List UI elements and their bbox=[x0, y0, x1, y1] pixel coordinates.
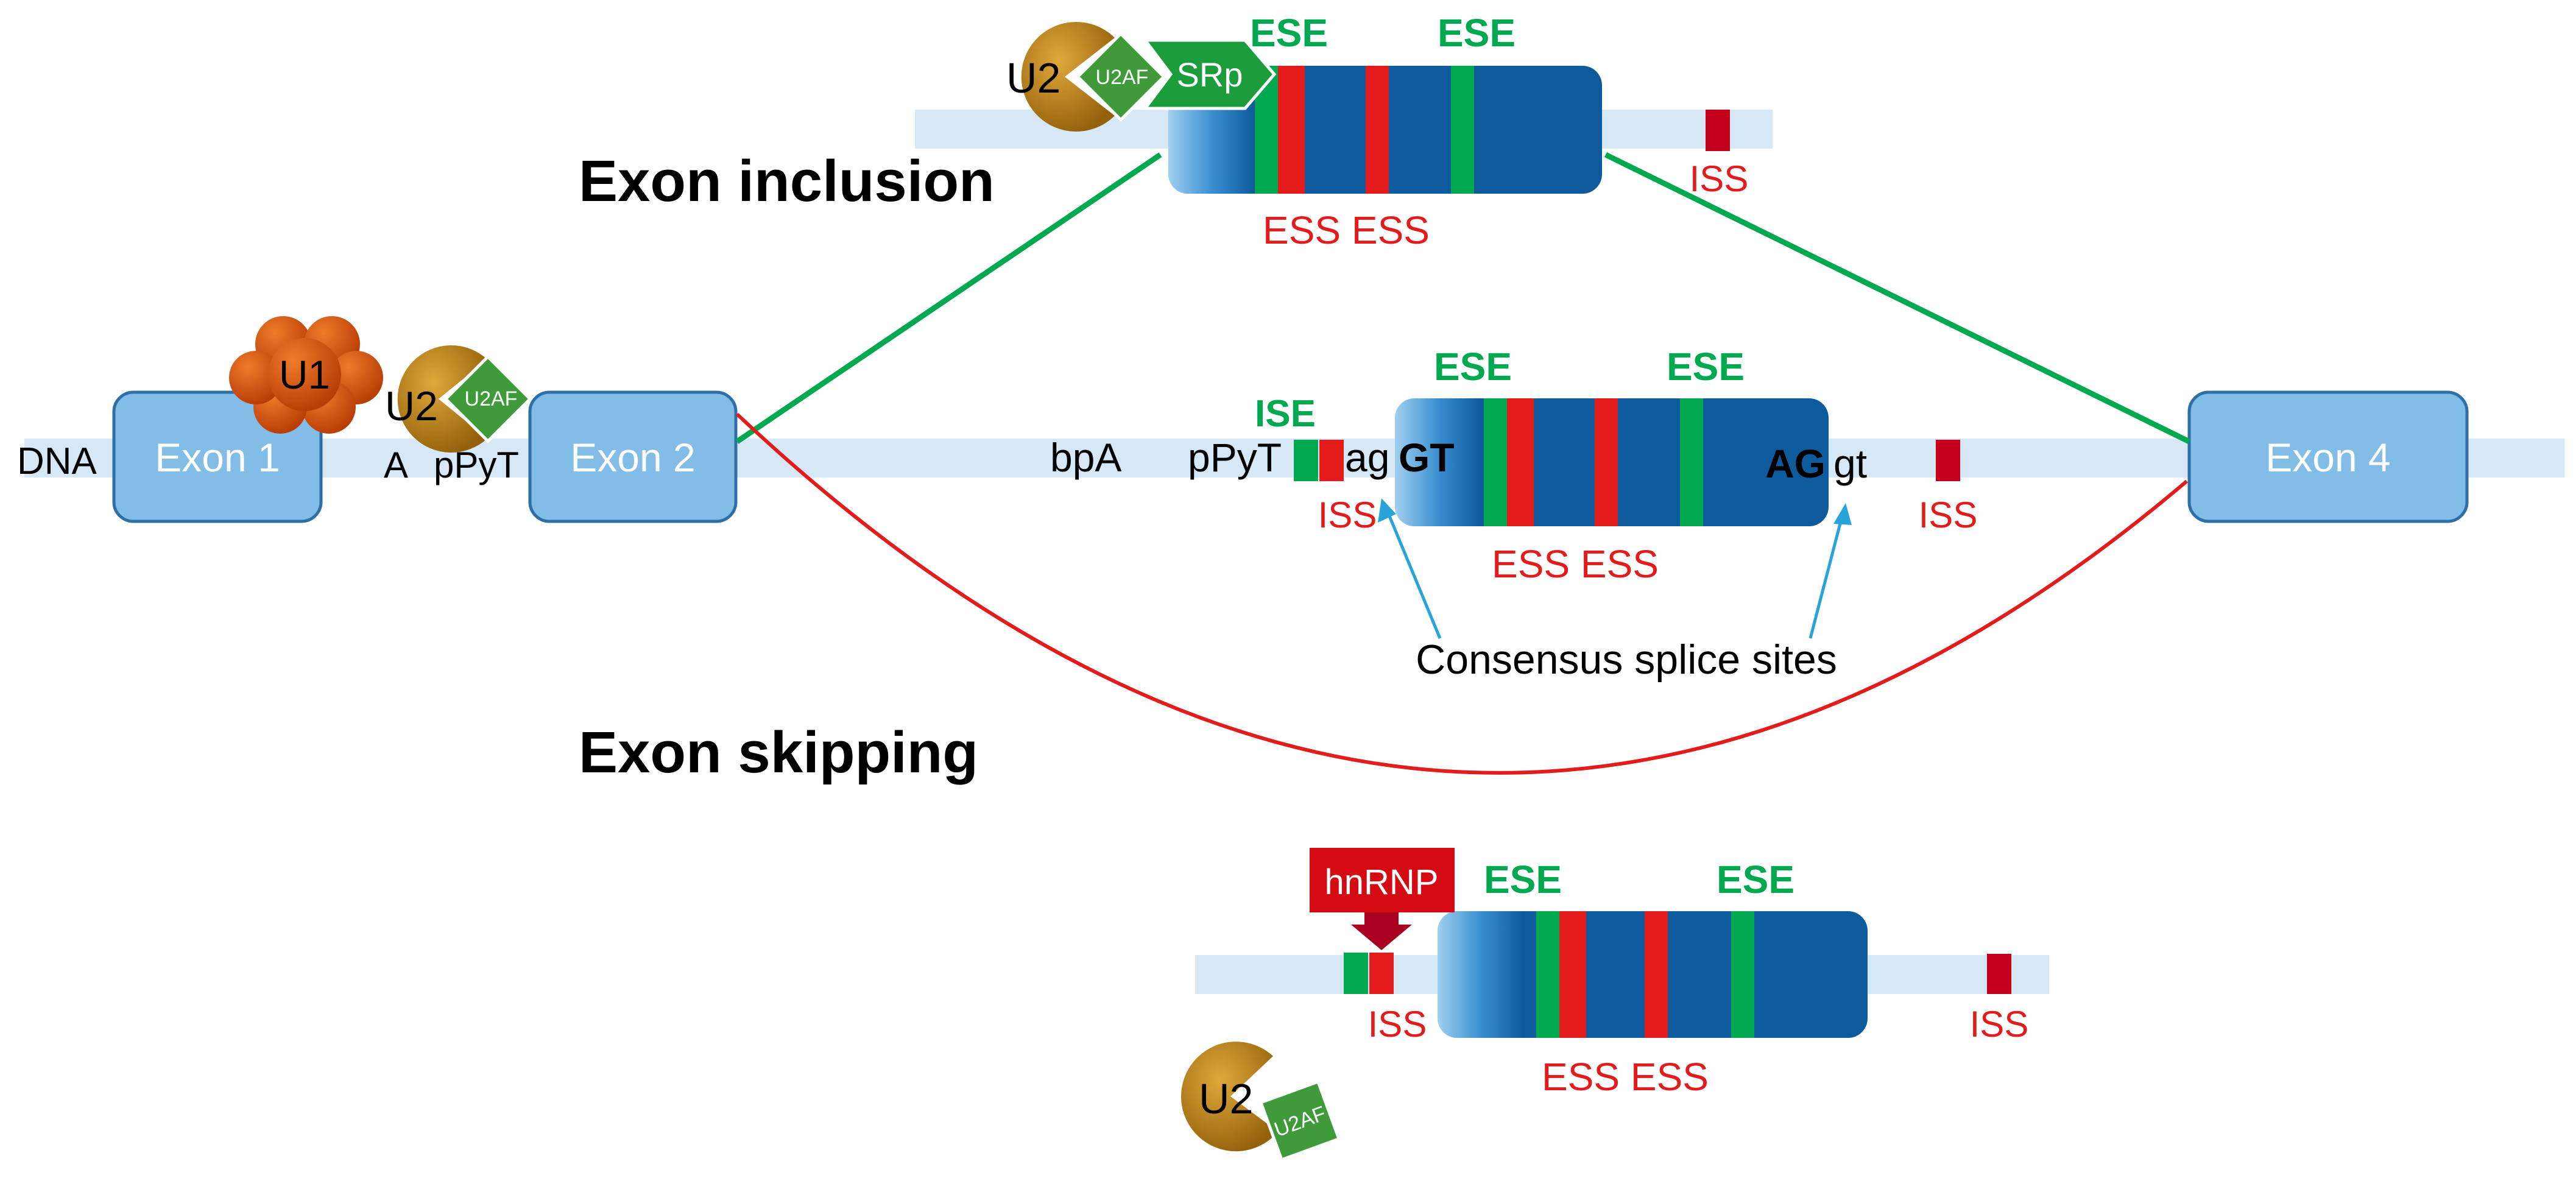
u2af-label-main: U2AF bbox=[465, 387, 518, 411]
ese-label-top-1: ESE bbox=[1250, 11, 1328, 55]
hnrnp-arrow bbox=[1351, 912, 1412, 950]
srp-arrow bbox=[1142, 38, 1277, 110]
iss-label-top: ISS bbox=[1690, 158, 1749, 199]
ess-stripe-top-2 bbox=[1366, 66, 1389, 194]
hnrnp-complex: hnRNP bbox=[1310, 848, 1455, 950]
ess-label-top: ESS ESS bbox=[1263, 208, 1430, 252]
ess-stripe-mid-2 bbox=[1595, 398, 1618, 526]
ese-stripe-mid-1 bbox=[1484, 398, 1507, 526]
u2af-diamond-top bbox=[1075, 31, 1166, 122]
iss-box-top bbox=[1706, 110, 1730, 151]
u2af-diamond-main bbox=[443, 354, 532, 443]
iss-label-mid-left: ISS bbox=[1318, 495, 1377, 535]
ppyt-label-mid: pPyT bbox=[1188, 435, 1282, 480]
gt-caps-label: GT bbox=[1399, 435, 1455, 480]
consensus-arrow-left bbox=[1386, 511, 1442, 639]
u2-label-top: U2 bbox=[1006, 54, 1060, 102]
exon-inclusion-title: Exon inclusion bbox=[579, 149, 995, 214]
u2af-label-top: U2AF bbox=[1096, 66, 1149, 89]
ess-stripe-bot-1 bbox=[1559, 911, 1586, 1038]
ag-label-lower: ag bbox=[1345, 435, 1389, 480]
ese-stripe-mid-2 bbox=[1680, 398, 1703, 526]
u2-label-main: U2 bbox=[385, 383, 438, 429]
ese-label-bot-2: ESE bbox=[1717, 858, 1794, 901]
ese-label-top-2: ESE bbox=[1438, 11, 1516, 55]
u2-label-bottom: U2 bbox=[1199, 1075, 1253, 1123]
ess-label-bot: ESS ESS bbox=[1542, 1055, 1709, 1099]
hnrnp-label: hnRNP bbox=[1325, 862, 1439, 902]
consensus-arrowhead-left bbox=[1378, 498, 1396, 523]
iss-label-bot-right: ISS bbox=[1970, 1004, 2029, 1045]
consensus-arrowhead-right bbox=[1833, 503, 1852, 525]
ess-stripe-top-1 bbox=[1278, 66, 1305, 194]
u2-complex-top: U2 U2AF SRp bbox=[1006, 22, 1277, 132]
iss-box-mid-right bbox=[1936, 440, 1960, 481]
consensus-arrow-right bbox=[1808, 516, 1844, 639]
skipping-arc bbox=[735, 412, 2188, 775]
ess-stripe-mid-1 bbox=[1507, 398, 1534, 526]
iss-label-bot-left: ISS bbox=[1368, 1004, 1427, 1045]
ise-label-mid: ISE bbox=[1255, 393, 1316, 435]
hnrnp-box bbox=[1310, 848, 1455, 912]
exon-2-label: Exon 2 bbox=[570, 435, 695, 480]
ese-stripe-top-2 bbox=[1451, 66, 1474, 194]
u2-pacman-bottom bbox=[1181, 1042, 1278, 1152]
branchpoint-a-label: A bbox=[384, 445, 408, 485]
u1-label: U1 bbox=[279, 352, 330, 397]
ess-label-mid: ESS ESS bbox=[1492, 542, 1659, 586]
u2-pacman-main bbox=[397, 345, 487, 453]
exon-skipping-title: Exon skipping bbox=[579, 720, 978, 785]
u2-pacman-top bbox=[1021, 22, 1115, 132]
gt-lower-label: gt bbox=[1833, 441, 1867, 486]
exon-4-label: Exon 4 bbox=[2265, 435, 2390, 480]
u2af-diamond-bottom bbox=[1258, 1079, 1341, 1162]
ag-caps-label: AG bbox=[1765, 441, 1826, 486]
inclusion-line-right bbox=[1604, 152, 2190, 445]
bpa-label: bpA bbox=[1050, 435, 1121, 480]
ese-label-mid-2: ESE bbox=[1667, 345, 1745, 389]
ess-stripe-bot-2 bbox=[1645, 911, 1668, 1038]
u2-complex-bottom: U2 U2AF bbox=[1181, 1042, 1341, 1162]
ese-label-bot-1: ESE bbox=[1484, 858, 1562, 901]
ise-box-bot bbox=[1344, 953, 1368, 994]
iss-box-bot-left bbox=[1369, 953, 1394, 994]
dna-label: DNA bbox=[17, 440, 97, 482]
exon-2-box bbox=[528, 390, 738, 523]
ese-label-mid-1: ESE bbox=[1434, 345, 1512, 389]
iss-box-mid-left bbox=[1319, 440, 1344, 481]
srp-label: SRp bbox=[1177, 55, 1243, 94]
inclusion-line-left bbox=[735, 152, 1162, 444]
exon-1-label: Exon 1 bbox=[155, 435, 280, 480]
u1-snrnp: U1 bbox=[229, 316, 383, 434]
exon-4-box bbox=[2187, 390, 2469, 523]
ise-box-mid bbox=[1294, 440, 1318, 481]
u2-complex-main: U2 U2AF bbox=[385, 345, 532, 453]
iss-label-mid-right: ISS bbox=[1919, 495, 1978, 535]
iss-box-bot-right bbox=[1987, 954, 2011, 994]
ese-stripe-bot-2 bbox=[1731, 911, 1754, 1038]
ese-stripe-bot-1 bbox=[1536, 911, 1559, 1038]
consensus-label: Consensus splice sites bbox=[1416, 636, 1837, 683]
